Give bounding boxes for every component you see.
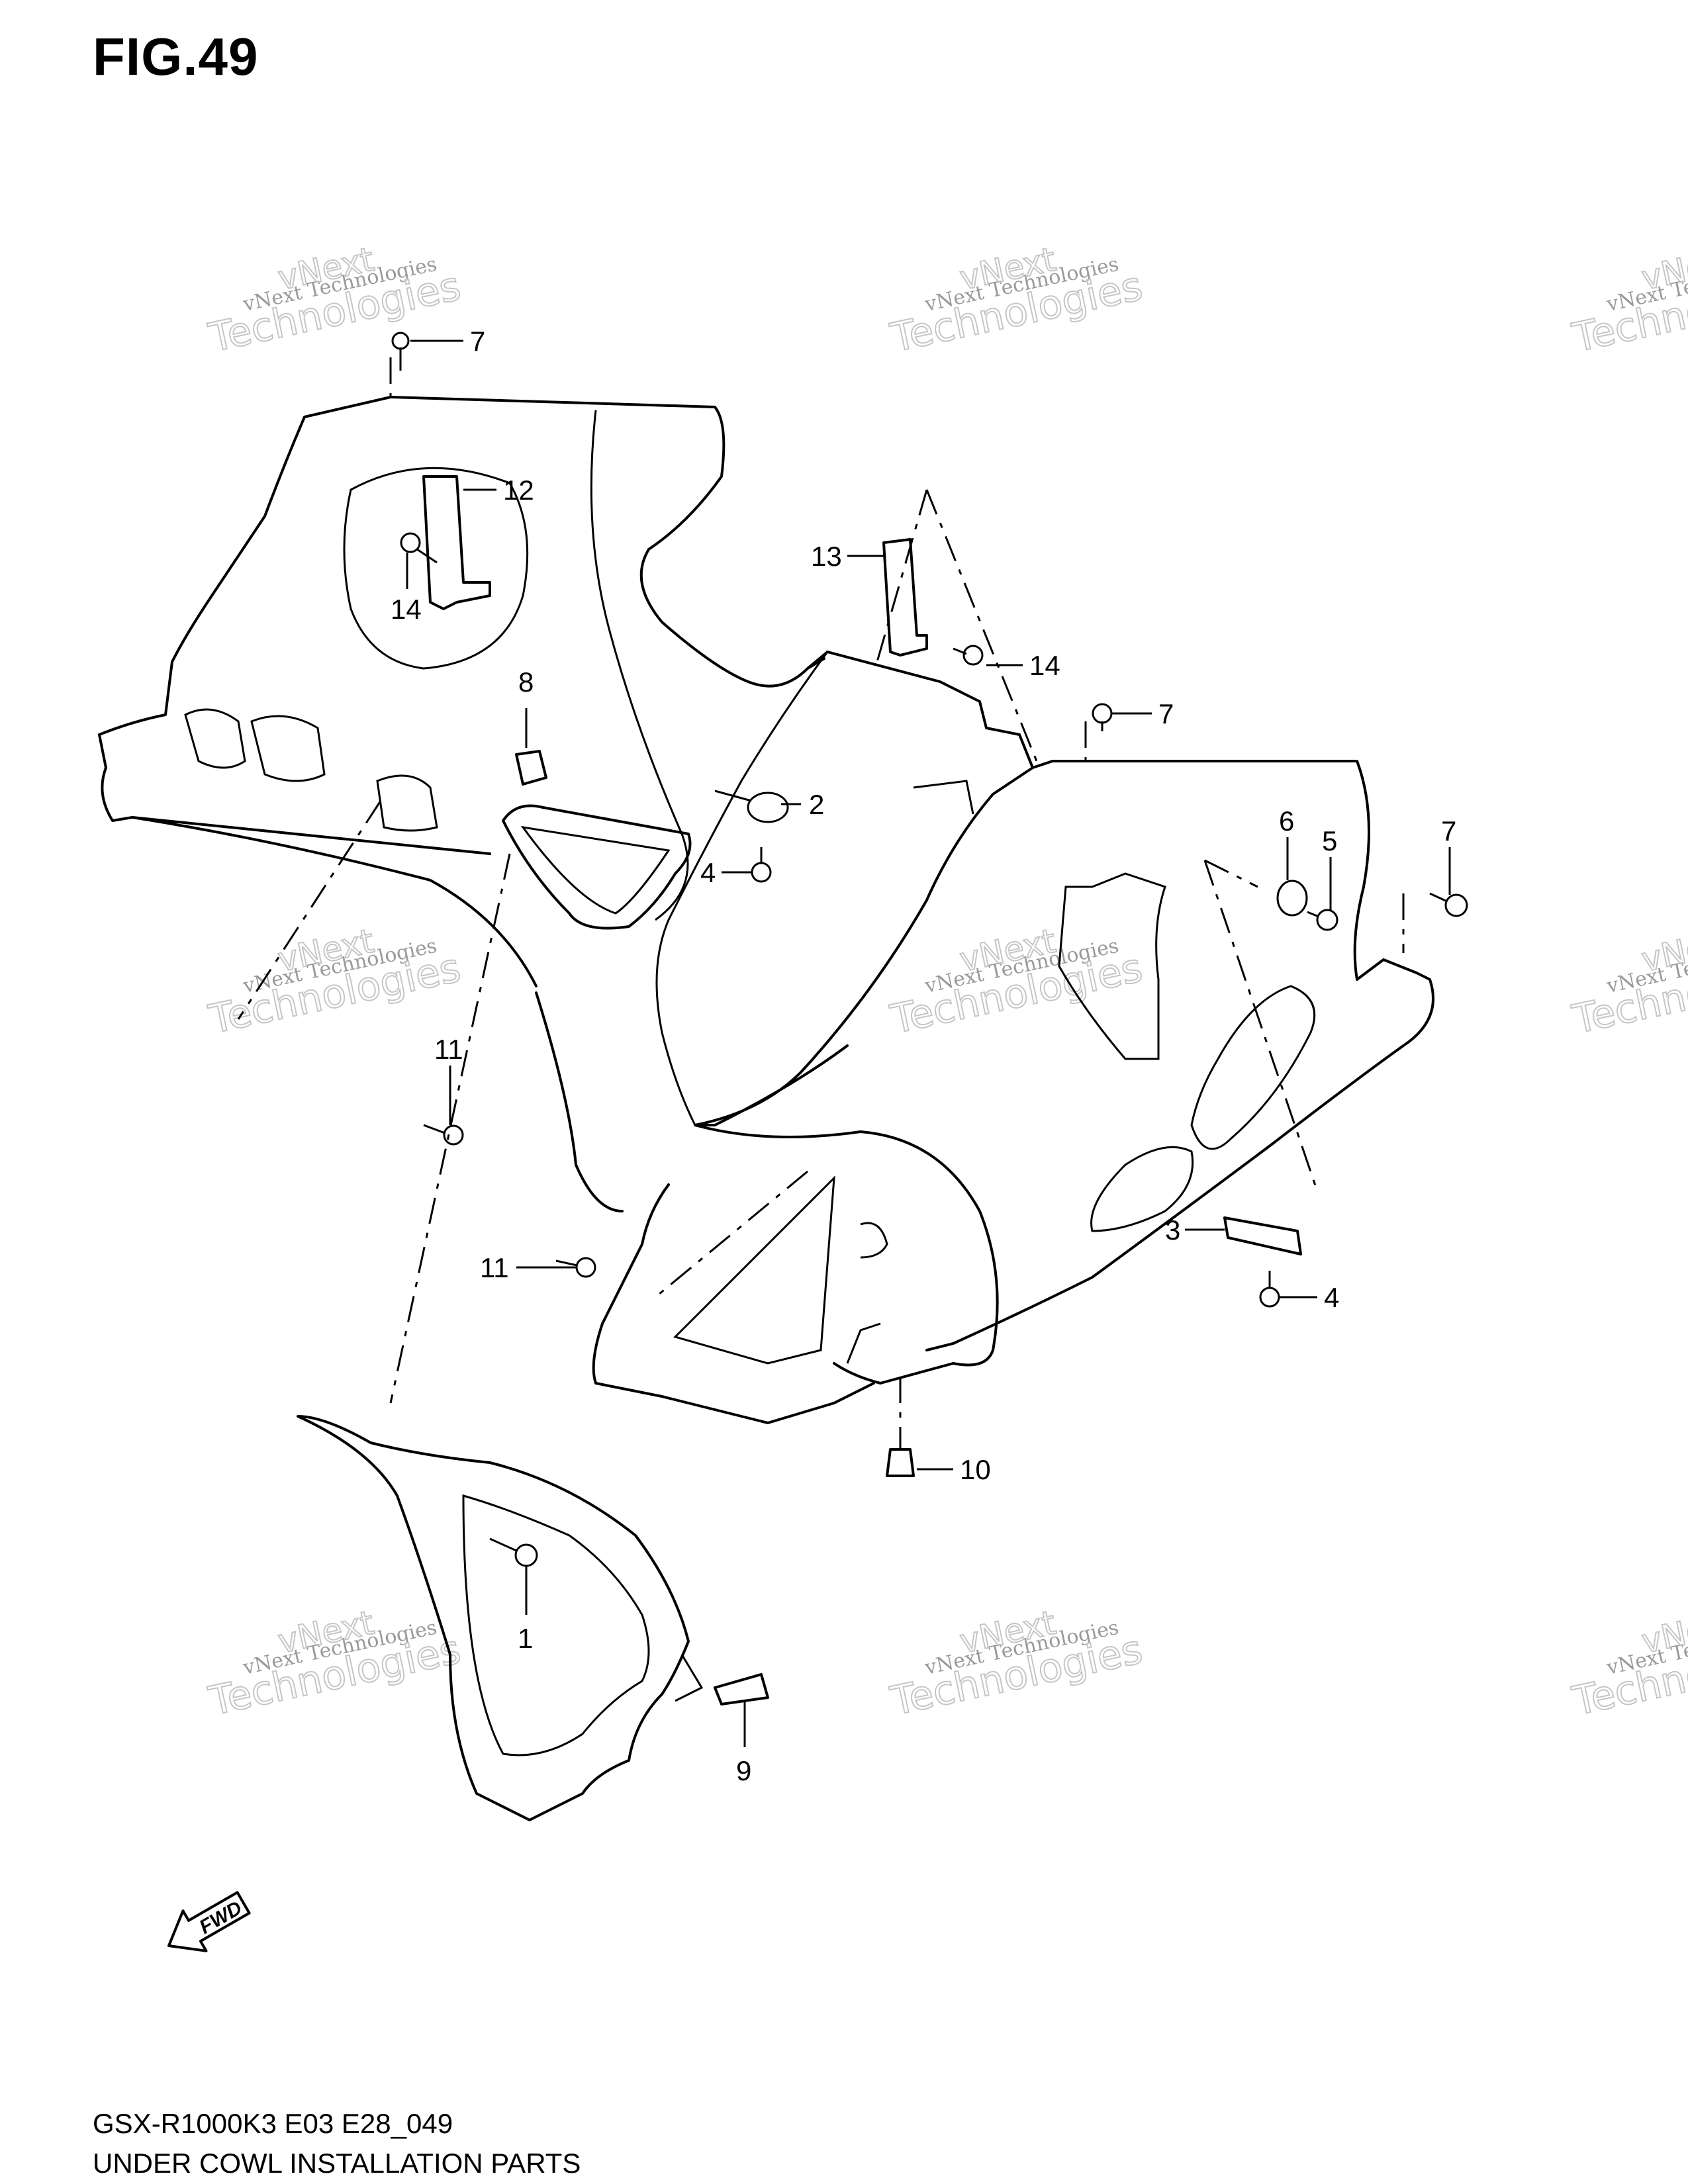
bolt-14-icon	[400, 532, 438, 564]
callout-leaders	[406, 340, 1451, 1747]
watermark: vNext Technologies vNext Technologies	[1568, 240, 1688, 363]
screw-1-icon	[489, 1537, 538, 1567]
callout-7: 7	[1441, 815, 1456, 846]
bolt-4-icon	[751, 847, 772, 883]
callout-4: 4	[700, 857, 716, 888]
center-lower-cowl-panel	[592, 1124, 999, 1424]
screw-7-icon	[1429, 892, 1468, 917]
svg-text:vNext: vNext	[1638, 922, 1688, 979]
callout-11: 11	[480, 1252, 509, 1283]
nut-9-icon	[714, 1673, 769, 1706]
clip-8-icon	[515, 750, 547, 786]
screw-7-icon	[1092, 703, 1113, 731]
watermark: vNext Technologies vNext Technologies	[1568, 1603, 1688, 1726]
callout-2: 2	[809, 789, 824, 820]
callout-7: 7	[1158, 698, 1174, 729]
watermark: vNext Technologies vNext Technologies	[886, 1603, 1147, 1726]
watermark: vNext Technologies vNext Technologies	[1568, 921, 1688, 1044]
screw-7-icon	[391, 332, 410, 371]
callout-14: 14	[391, 594, 422, 625]
nut-2-icon	[714, 790, 789, 823]
callout-5: 5	[1322, 825, 1337, 856]
callout-11: 11	[434, 1034, 463, 1065]
right-lower-cowl-panel	[925, 760, 1434, 1351]
callout-3: 3	[1165, 1214, 1180, 1246]
hardware-parts	[391, 332, 1468, 1706]
callout-7: 7	[470, 326, 485, 357]
fwd-arrow-icon: FWD	[167, 1891, 251, 1952]
figure-title: FIG.49	[93, 27, 259, 86]
callout-1: 1	[518, 1623, 533, 1654]
collar-5-icon	[1307, 909, 1338, 931]
grommet-6-icon	[1276, 880, 1308, 917]
bolt-14-icon	[953, 645, 984, 666]
callout-13: 13	[811, 541, 842, 572]
watermark: vNext Technologies vNext Technologies	[204, 921, 465, 1044]
callout-14: 14	[1029, 650, 1060, 681]
center-inner-panel	[655, 651, 1034, 1126]
callout-4: 4	[1324, 1282, 1339, 1313]
callout-6: 6	[1279, 805, 1294, 837]
nut-3-icon	[1223, 1216, 1302, 1255]
bolt-4-icon	[1259, 1271, 1280, 1308]
callout-labels: 7 12 14 13 14 7 8 2 4 6 5 7 11 11 3 4 10…	[391, 326, 1456, 1786]
figure-caption: UNDER COWL INSTALLATION PARTS	[93, 2148, 581, 2179]
watermark: vNext Technologies vNext Technologies	[204, 1603, 465, 1726]
watermark-group: vNext Technologies vNext Technologies vN…	[204, 240, 1688, 1726]
callout-8: 8	[518, 666, 534, 698]
watermark: vNext Technologies vNext Technologies	[886, 240, 1147, 363]
upper-left-cowl-panel	[98, 396, 825, 987]
callout-12: 12	[503, 475, 534, 506]
rivet-11-icon	[555, 1257, 596, 1278]
lower-front-fairing-panel	[297, 1415, 704, 1821]
callout-9: 9	[736, 1755, 751, 1786]
center-intake-duct	[502, 804, 692, 1212]
reference-lines	[237, 357, 1405, 1449]
watermark: vNext Technologies vNext Technologies	[886, 921, 1147, 1044]
rivet-10-icon	[886, 1448, 915, 1477]
bracket-12-icon	[422, 475, 491, 610]
svg-text:vNext: vNext	[1638, 240, 1688, 298]
bracket-13-icon	[882, 538, 928, 657]
callout-10: 10	[960, 1454, 991, 1485]
svg-text:vNext: vNext	[1638, 1604, 1688, 1661]
model-code: GSX-R1000K3 E03 E28_049	[93, 2108, 453, 2139]
rivet-11-icon	[423, 1124, 464, 1146]
